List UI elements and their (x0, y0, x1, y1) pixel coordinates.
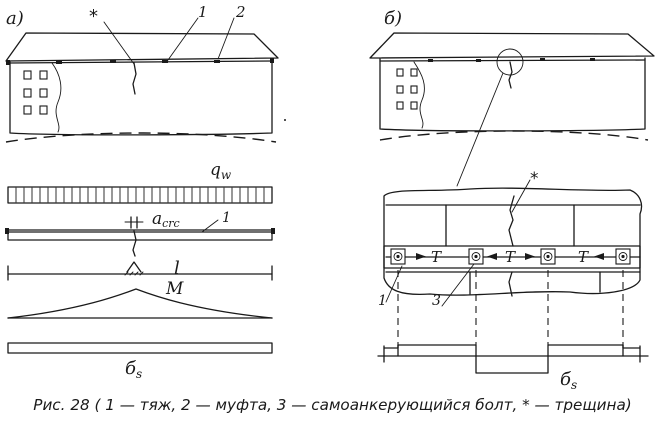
coupling-b-4 (590, 58, 595, 61)
crack-b (508, 61, 513, 89)
masonry-crack (508, 195, 515, 297)
anchor-bolt-3 (540, 248, 556, 265)
coupling-a-1 (56, 61, 62, 64)
building-b-wall-crack-zone (413, 61, 425, 129)
beam-diagram: acrc 1 l (5, 209, 275, 281)
window-b-2 (410, 68, 418, 77)
coupling-a-2 (110, 60, 116, 63)
masonry-vertical-joints (445, 204, 601, 295)
stress-diagram-a: бs (7, 342, 273, 381)
tie-a-leader (167, 17, 199, 61)
crack-width-label: acrc (152, 209, 180, 230)
crack-a-mark: * (89, 6, 98, 27)
ground-settlement-a (5, 132, 277, 143)
beam (7, 229, 273, 241)
building-b-roof (369, 32, 655, 59)
tension-label-2: T (505, 248, 516, 266)
tension-label-1: T (431, 248, 442, 266)
beam-tie-number: 1 (222, 210, 231, 226)
beam-tie-leader (201, 219, 219, 233)
window-a-2 (39, 70, 48, 80)
coupling-a-leader (217, 17, 235, 60)
anchor-bolt-1 (390, 248, 406, 265)
ground-settlement-b (379, 130, 649, 141)
masonry-detail: * T T T (378, 169, 643, 309)
building-b (369, 32, 655, 187)
detail-tie-number: 1 (378, 293, 387, 309)
moment-curve (7, 288, 273, 319)
window-a-5 (23, 105, 32, 115)
window-a-3 (23, 88, 32, 98)
building-b-walls (379, 57, 646, 132)
coupling-b-1 (428, 59, 433, 62)
window-a-6 (39, 105, 48, 115)
window-b-4 (410, 85, 418, 94)
anchor-bolt-4 (615, 248, 631, 265)
detail-bolt-number: 3 (432, 293, 441, 309)
building-a-roof (5, 32, 279, 62)
support (126, 261, 142, 273)
coupling-a-3 (162, 60, 168, 63)
coupling-a-number: 2 (235, 3, 246, 21)
crack-a (132, 62, 137, 95)
building-a: * 1 2 (5, 3, 279, 143)
window-b-5 (396, 101, 404, 110)
crack-a-leader (103, 21, 135, 65)
masonry-outline (383, 187, 643, 296)
masonry-crack-leader (511, 179, 531, 213)
stress-bar-a (7, 342, 273, 354)
stress-b-label: бs (560, 369, 577, 392)
tension-arrow-2 (487, 253, 497, 260)
span-label: l (174, 258, 180, 279)
tension-arrow-1 (416, 253, 426, 260)
tie-rod-b (379, 59, 646, 62)
window-a-4 (39, 88, 48, 98)
panel-a-label: а) (6, 8, 24, 29)
tie-rod-a (8, 60, 273, 64)
detail-leader (456, 72, 504, 187)
detail-bolt-leader (441, 263, 475, 307)
load-diagram: qw (7, 160, 273, 204)
building-a-wall-crack-zone (51, 62, 62, 133)
tie-end-a-left (6, 60, 10, 65)
load-hatch (15, 187, 265, 203)
tension-arrow-3 (525, 253, 535, 260)
stray-dot (284, 119, 286, 121)
moment-label: M (165, 279, 184, 299)
detail-circle (496, 48, 524, 76)
stress-a-label: бs (125, 358, 142, 381)
detail-tie-leader (385, 265, 403, 303)
coupling-b-2 (476, 59, 481, 62)
distributed-load (7, 186, 273, 204)
stress-diagram-b: бs (377, 344, 649, 392)
coupling-b-3 (540, 58, 545, 61)
beam-crack (132, 230, 137, 257)
tension-label-3: T (578, 248, 589, 266)
window-a-1 (23, 70, 32, 80)
anchor-bolt-2 (468, 248, 484, 265)
window-b-1 (396, 68, 404, 77)
tie-a-number: 1 (198, 3, 208, 21)
beam-end-right (271, 228, 275, 234)
support-hatch (124, 271, 144, 276)
load-label: qw (210, 160, 232, 182)
projection-lines (397, 270, 624, 345)
tension-arrow-4 (594, 253, 604, 260)
window-b-3 (396, 85, 404, 94)
tie-end-a-right (270, 58, 274, 63)
building-a-walls (9, 59, 273, 136)
figure-caption: Рис. 28 ( 1 — тяж, 2 — муфта, 3 — самоан… (33, 396, 632, 414)
coupling-a-4 (214, 60, 220, 63)
beam-end-left (5, 228, 9, 234)
moment-diagram: M (7, 279, 273, 319)
masonry-crack-mark: * (530, 169, 539, 189)
stress-b-stepped-profile (383, 344, 641, 374)
panel-b-label: б) (384, 8, 402, 29)
window-b-6 (410, 101, 418, 110)
